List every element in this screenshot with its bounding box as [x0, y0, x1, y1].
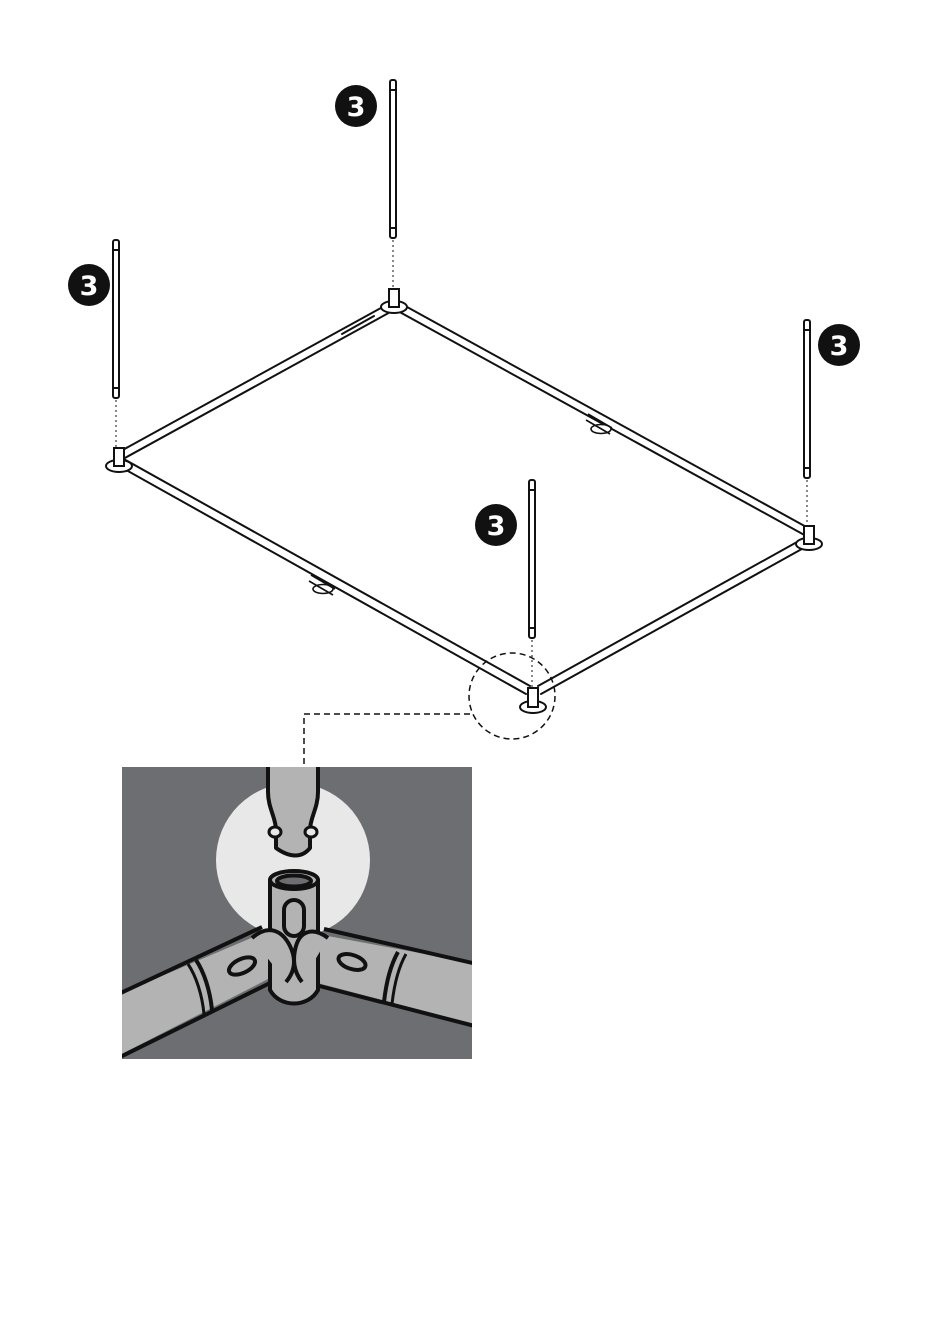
rail-front-left [119, 458, 530, 694]
detail-pole-end [268, 760, 318, 856]
step-badge-label: 3 [830, 331, 849, 362]
rail-front-right [538, 537, 809, 694]
detail-inset [110, 760, 490, 1062]
pole-right [804, 320, 810, 526]
step-badge-front: 3 [475, 504, 517, 546]
step-badge-label: 3 [487, 511, 506, 542]
foot-left [106, 448, 132, 472]
pole-left [113, 240, 119, 448]
step-badge-right: 3 [818, 324, 860, 366]
foot-right [796, 526, 822, 550]
pole-back [390, 80, 396, 290]
foot-back [381, 289, 407, 313]
mid-joints [309, 414, 612, 595]
poles [113, 80, 810, 688]
detail-callout [304, 653, 555, 767]
base-frame [119, 302, 810, 694]
step-badge-left: 3 [68, 264, 110, 306]
step-badge-label: 3 [347, 92, 366, 123]
rail-back-left [119, 303, 394, 459]
callout-leader [304, 714, 470, 767]
step-badge-label: 3 [80, 271, 99, 302]
callout-circle [469, 653, 555, 739]
step-badge-back: 3 [335, 85, 377, 127]
rail-back-right [396, 302, 810, 537]
